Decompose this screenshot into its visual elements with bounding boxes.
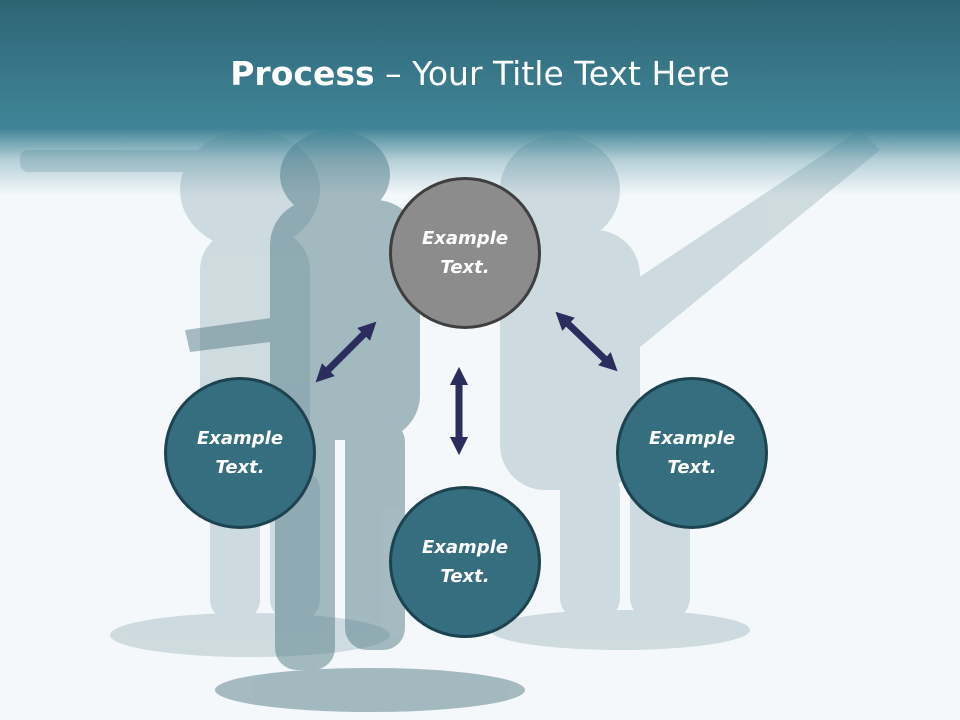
double-arrow-top-right-icon — [555, 311, 618, 372]
step-label-line1: Example — [648, 428, 736, 449]
process-step-right[interactable]: Example Text. — [616, 377, 768, 529]
title-bold-part: Process — [230, 54, 375, 93]
title-rest: – Your Title Text Here — [374, 54, 730, 93]
step-label-line1: Example — [196, 428, 284, 449]
process-step-top[interactable]: Example Text. — [389, 177, 541, 329]
title-band — [0, 0, 960, 195]
step-label-line1: Example — [421, 537, 509, 558]
double-arrow-top-left-icon — [315, 321, 377, 383]
step-label-line2: Text. — [667, 457, 717, 478]
process-step-left[interactable]: Example Text. — [164, 377, 316, 529]
step-label-line1: Example — [421, 228, 509, 249]
step-label-line2: Text. — [215, 457, 265, 478]
step-label-line2: Text. — [440, 566, 490, 587]
process-step-bottom[interactable]: Example Text. — [389, 486, 541, 638]
slide-title: Process – Your Title Text Here — [0, 52, 960, 96]
step-label-line2: Text. — [440, 257, 490, 278]
